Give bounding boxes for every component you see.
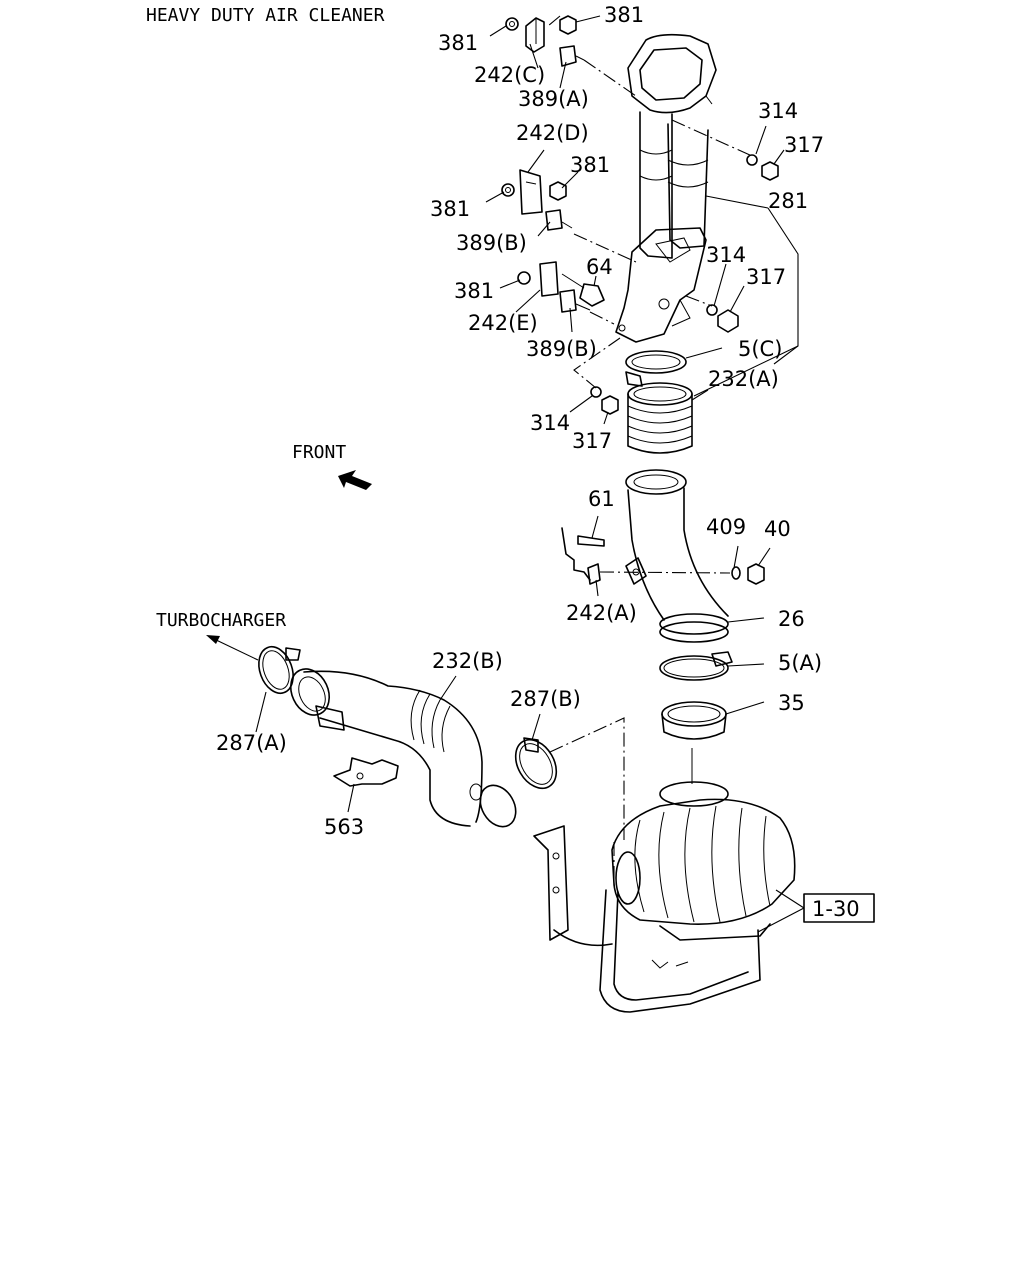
callout-317: 317 bbox=[746, 265, 786, 289]
turbocharger-arrow-icon bbox=[206, 635, 220, 644]
turbocharger-indicator: TURBOCHARGER bbox=[156, 610, 286, 661]
callout-317: 317 bbox=[784, 133, 824, 157]
callout-314: 314 bbox=[706, 243, 746, 267]
callout-labels: 381 381 242(C) 389(A) 314 317 242(D) 381… bbox=[216, 3, 824, 839]
callout-242a: 242(A) bbox=[566, 601, 637, 625]
callout-381: 381 bbox=[438, 31, 478, 55]
intake-duct-upper bbox=[615, 33, 717, 343]
callout-287b: 287(B) bbox=[510, 687, 581, 711]
callout-40: 40 bbox=[764, 517, 791, 541]
callout-242c: 242(C) bbox=[474, 63, 545, 87]
hose-232a bbox=[627, 382, 693, 454]
hardware-middle-cluster bbox=[501, 169, 739, 415]
callout-232b: 232(B) bbox=[432, 649, 503, 673]
callout-281: 281 bbox=[768, 189, 808, 213]
callout-563: 563 bbox=[324, 815, 364, 839]
callout-232a: 232(A) bbox=[708, 367, 779, 391]
clamp-287a bbox=[258, 645, 301, 695]
callout-409: 409 bbox=[706, 515, 746, 539]
callout-389a: 389(A) bbox=[518, 87, 589, 111]
air-cleaner-body bbox=[533, 748, 796, 1013]
callout-287a: 287(A) bbox=[216, 731, 287, 755]
clamp-287b bbox=[514, 737, 558, 790]
callout-314: 314 bbox=[530, 411, 570, 435]
front-indicator: FRONT bbox=[292, 442, 372, 490]
bracket-61 bbox=[561, 527, 605, 585]
front-arrow-icon bbox=[338, 470, 372, 490]
reference-box-text: 1-30 bbox=[812, 897, 860, 921]
callout-64: 64 bbox=[586, 255, 613, 279]
callout-35: 35 bbox=[778, 691, 805, 715]
callout-314: 314 bbox=[758, 99, 798, 123]
hose-232b bbox=[289, 668, 517, 828]
hardware-top-cluster bbox=[505, 15, 779, 181]
callout-381: 381 bbox=[604, 3, 644, 27]
callout-61: 61 bbox=[588, 487, 615, 511]
clamp-5a bbox=[659, 651, 733, 681]
leader-lines bbox=[255, 15, 799, 813]
front-label: FRONT bbox=[292, 442, 346, 463]
callout-389b: 389(B) bbox=[456, 231, 527, 255]
center-lines bbox=[547, 15, 753, 890]
connector-35 bbox=[661, 701, 727, 740]
callout-381: 381 bbox=[570, 153, 610, 177]
callout-5c: 5(C) bbox=[738, 337, 782, 361]
hardware-409-40 bbox=[731, 563, 765, 585]
callout-5a: 5(A) bbox=[778, 651, 822, 675]
bracket-563 bbox=[333, 757, 399, 787]
turbocharger-label: TURBOCHARGER bbox=[156, 610, 286, 631]
reference-box[interactable]: 1-30 bbox=[757, 889, 875, 933]
callout-242d: 242(D) bbox=[516, 121, 589, 145]
diagram-title: HEAVY DUTY AIR CLEANER bbox=[146, 5, 385, 26]
callout-381: 381 bbox=[454, 279, 494, 303]
clamp-5c bbox=[625, 350, 687, 387]
callout-242e: 242(E) bbox=[468, 311, 538, 335]
callout-317: 317 bbox=[572, 429, 612, 453]
elbow-26 bbox=[625, 469, 729, 643]
callout-26: 26 bbox=[778, 607, 805, 631]
callout-381: 381 bbox=[430, 197, 470, 221]
callout-389b: 389(B) bbox=[526, 337, 597, 361]
